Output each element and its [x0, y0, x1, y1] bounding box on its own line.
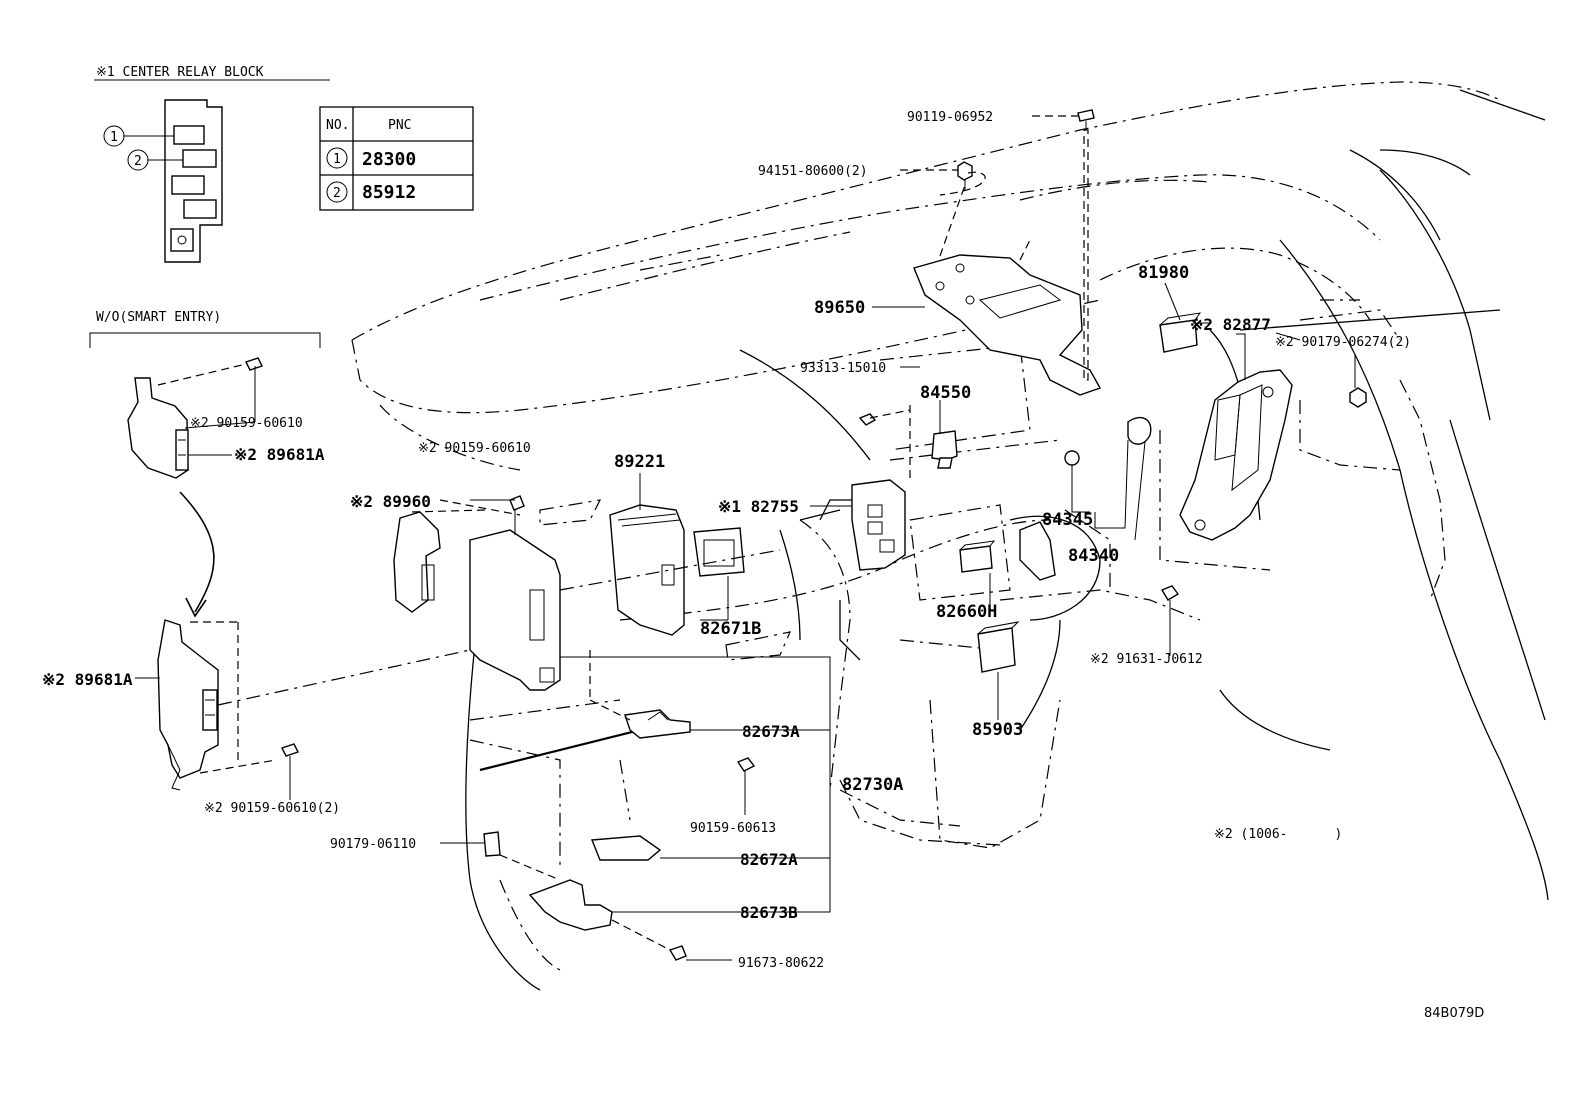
label-82673a: 82673A — [742, 722, 800, 741]
label-290159-60610: ※2 90159-60610 — [190, 416, 303, 431]
bracket-82673b — [528, 879, 613, 931]
bracket-89650 — [913, 254, 1102, 396]
table-header-no: NO. — [326, 118, 349, 133]
leader-lines — [135, 115, 1356, 961]
label-82730a: 82730A — [842, 775, 903, 795]
relay-82660h — [959, 545, 993, 573]
pnc-table: NO. PNC 1 28300 2 85912 — [319, 106, 474, 211]
control-unit-right — [1179, 369, 1293, 541]
label-91631-j0612: ※2 91631-J0612 — [1090, 652, 1203, 667]
label-93313-15010: 93313-15010 — [800, 361, 886, 376]
label-89960: ※2 89960 — [350, 492, 431, 511]
label-90159-60613: 90159-60613 — [690, 821, 776, 836]
table-row-no: 2 — [333, 186, 341, 201]
date-note: ※2 (1006- ) — [1214, 827, 1342, 842]
label-85903: 85903 — [972, 720, 1023, 740]
label-90179-06110: 90179-06110 — [330, 837, 416, 852]
label-89650: 89650 — [814, 298, 865, 318]
label-82755: ※1 82755 — [718, 497, 799, 516]
label-82673b: 82673B — [740, 903, 798, 922]
label-89221: 89221 — [614, 452, 665, 472]
connector-82671b — [693, 527, 745, 577]
table-row-pnc: 28300 — [362, 149, 416, 170]
relay-slot-2 — [182, 149, 217, 168]
table-header-pnc: PNC — [388, 118, 411, 133]
smart-entry-title: W/O(SMART ENTRY) — [96, 310, 221, 325]
label-82672a: 82672A — [740, 850, 798, 869]
label-91673-80622: 91673-80622 — [738, 956, 824, 971]
label-82877: ※2 82877 — [1190, 315, 1271, 334]
relay-slot-1 — [173, 125, 205, 145]
label-82660h: 82660H — [936, 602, 997, 622]
label-90119-06952: 90119-06952 — [907, 110, 993, 125]
sensor-84550 — [931, 430, 958, 461]
relay-81980 — [1159, 319, 1198, 353]
label-90159-60610-mid: ※2 90159-60610 — [418, 441, 531, 456]
part-shapes — [393, 109, 1367, 961]
dashboard-outline — [351, 81, 1549, 991]
label-89681a-bottom: ※2 89681A — [42, 670, 133, 689]
module-89960 — [393, 511, 441, 613]
label-82671b: 82671B — [700, 619, 761, 639]
relay-block-82755 — [851, 479, 906, 571]
smart-module-lower — [157, 619, 219, 779]
label-94151-80600: 94151-80600(2) — [758, 164, 868, 179]
smart-entry-section: W/O(SMART ENTRY) — [89, 310, 321, 800]
label-84340: 84340 — [1068, 546, 1119, 566]
ecu-89221 — [609, 504, 685, 636]
relay-connector — [170, 228, 194, 252]
svg-text:2: 2 — [134, 154, 142, 169]
relay-slot-3 — [171, 175, 205, 195]
part-labels: 90119-06952 94151-80600(2) 89650 81980 ※… — [42, 110, 1484, 1021]
junction-block-82730a — [469, 529, 561, 691]
cover-82672a — [590, 835, 662, 861]
label-84345: 84345 — [1042, 510, 1093, 530]
label-89681a-top: ※2 89681A — [234, 445, 325, 464]
legend-title: ※1 CENTER RELAY BLOCK — [96, 65, 264, 80]
label-81980: 81980 — [1138, 263, 1189, 283]
switch-84345 — [1019, 521, 1056, 581]
figure-code: 84B079D — [1424, 1006, 1484, 1021]
svg-text:1: 1 — [110, 130, 118, 145]
table-row-no: 1 — [333, 152, 341, 167]
table-row-pnc: 85912 — [362, 182, 416, 203]
relay-85903 — [977, 627, 1016, 673]
relay-slot-4 — [183, 199, 217, 219]
bracket-82673a — [624, 709, 691, 739]
center-relay-block-legend: ※1 CENTER RELAY BLOCK 1 2 NO. PNC 1 2830… — [94, 65, 474, 263]
label-90159-60610-bottom: ※2 90159-60610(2) — [204, 801, 340, 816]
smart-module-upper — [127, 377, 189, 479]
label-84550: 84550 — [920, 383, 971, 403]
label-90179-06274: ※2 90179-06274(2) — [1275, 335, 1411, 350]
